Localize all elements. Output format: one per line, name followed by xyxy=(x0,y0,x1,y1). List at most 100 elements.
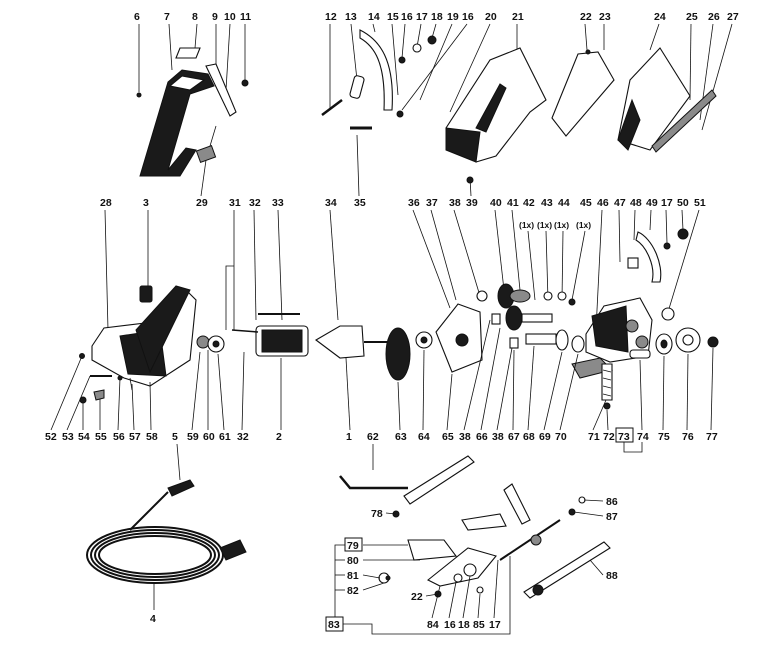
label-13: 13 xyxy=(345,11,357,23)
label-55: 55 xyxy=(95,431,107,443)
label-34: 34 xyxy=(325,197,337,209)
label-42: 42 xyxy=(523,197,535,209)
label-59: 59 xyxy=(187,431,199,443)
label-11: 11 xyxy=(240,11,251,23)
label-5: 5 xyxy=(172,431,178,443)
label-18a: 18 xyxy=(431,11,443,23)
label-69: 69 xyxy=(539,431,551,443)
label-56: 56 xyxy=(113,431,125,443)
label-18b: 18 xyxy=(458,619,470,631)
label-24: 24 xyxy=(654,11,666,23)
bottom-labels: 78 79 80 81 82 83 22 84 16 18 85 17 86 8… xyxy=(325,496,618,632)
qty-42: (1x) xyxy=(519,220,534,230)
label-38b: 38 xyxy=(459,431,471,443)
label-6: 6 xyxy=(134,11,140,23)
label-31: 31 xyxy=(229,197,241,209)
label-88: 88 xyxy=(606,570,618,582)
label-4: 4 xyxy=(150,613,156,625)
label-86: 86 xyxy=(606,496,618,508)
label-16c: 16 xyxy=(444,619,456,631)
label-46: 46 xyxy=(597,197,609,209)
label-23: 23 xyxy=(599,11,611,23)
label-17b: 17 xyxy=(661,197,673,209)
qty-44: (1x) xyxy=(554,220,569,230)
label-48: 48 xyxy=(630,197,642,209)
label-65: 65 xyxy=(442,431,454,443)
label-82: 82 xyxy=(347,585,359,597)
label-36: 36 xyxy=(408,197,420,209)
label-14: 14 xyxy=(368,11,380,23)
label-54: 54 xyxy=(78,431,90,443)
label-20: 20 xyxy=(485,11,497,23)
label-37: 37 xyxy=(426,197,438,209)
label-70: 70 xyxy=(555,431,567,443)
parallel-guide-assembly xyxy=(378,455,611,599)
label-83: 83 xyxy=(328,619,340,631)
hex-key xyxy=(339,444,408,490)
label-38a: 38 xyxy=(449,197,461,209)
label-50: 50 xyxy=(677,197,689,209)
label-17c: 17 xyxy=(489,619,501,631)
label-2: 2 xyxy=(276,431,282,443)
label-80: 80 xyxy=(347,555,359,567)
middle-row-bottom-labels: 52 53 54 55 56 57 58 5 59 60 61 32 2 1 6… xyxy=(45,427,718,443)
label-47: 47 xyxy=(614,197,626,209)
label-60: 60 xyxy=(203,431,215,443)
label-8: 8 xyxy=(192,11,198,23)
label-40: 40 xyxy=(490,197,502,209)
label-63: 63 xyxy=(395,431,407,443)
label-71: 71 xyxy=(588,431,600,443)
label-1: 1 xyxy=(346,431,352,443)
label-22a: 22 xyxy=(580,11,592,23)
small-fasteners-left xyxy=(79,353,133,404)
label-81: 81 xyxy=(347,570,359,582)
label-66: 66 xyxy=(476,431,488,443)
label-39: 39 xyxy=(466,197,478,209)
label-44: 44 xyxy=(558,197,570,209)
motor-gear-assembly xyxy=(91,228,719,410)
label-7: 7 xyxy=(164,11,170,23)
label-74: 74 xyxy=(637,431,649,443)
label-87: 87 xyxy=(606,511,618,523)
label-51: 51 xyxy=(694,197,706,209)
label-28: 28 xyxy=(100,197,112,209)
label-16a: 16 xyxy=(401,11,413,23)
label-12: 12 xyxy=(325,11,337,23)
label-79: 79 xyxy=(347,540,359,552)
label-38c: 38 xyxy=(492,431,504,443)
label-32a: 32 xyxy=(249,197,261,209)
top-row-labels: 6 7 8 9 10 11 12 13 14 15 16 17 18 19 16… xyxy=(134,11,739,209)
label-25: 25 xyxy=(686,11,698,23)
box-79 xyxy=(344,537,363,552)
label-35: 35 xyxy=(354,197,366,209)
label-68: 68 xyxy=(523,431,535,443)
label-41: 41 xyxy=(507,197,519,209)
label-73: 73 xyxy=(618,431,630,443)
label-22b: 22 xyxy=(411,591,423,603)
label-76: 76 xyxy=(682,431,694,443)
label-75: 75 xyxy=(658,431,670,443)
label-52: 52 xyxy=(45,431,57,443)
label-85: 85 xyxy=(473,619,485,631)
middle-row-labels: 28 3 31 32 33 34 36 37 38 40 41 42 43 44… xyxy=(100,197,706,230)
label-61: 61 xyxy=(219,431,231,443)
middle-row-leaders xyxy=(104,209,700,331)
label-17a: 17 xyxy=(416,11,428,23)
label-77: 77 xyxy=(706,431,718,443)
label-64: 64 xyxy=(418,431,430,443)
label-16b: 16 xyxy=(462,11,474,23)
box-73 xyxy=(615,427,634,443)
label-21: 21 xyxy=(512,11,524,23)
label-19: 19 xyxy=(447,11,459,23)
bottom-leaders xyxy=(334,499,604,635)
saw-housing-assembly xyxy=(445,47,717,184)
screws-guide-assembly xyxy=(321,29,437,130)
label-33: 33 xyxy=(272,197,284,209)
label-9: 9 xyxy=(212,11,218,23)
label-32b: 32 xyxy=(237,431,249,443)
qty-45: (1x) xyxy=(576,220,591,230)
label-43: 43 xyxy=(541,197,553,209)
label-45: 45 xyxy=(580,197,592,209)
qty-43: (1x) xyxy=(537,220,552,230)
